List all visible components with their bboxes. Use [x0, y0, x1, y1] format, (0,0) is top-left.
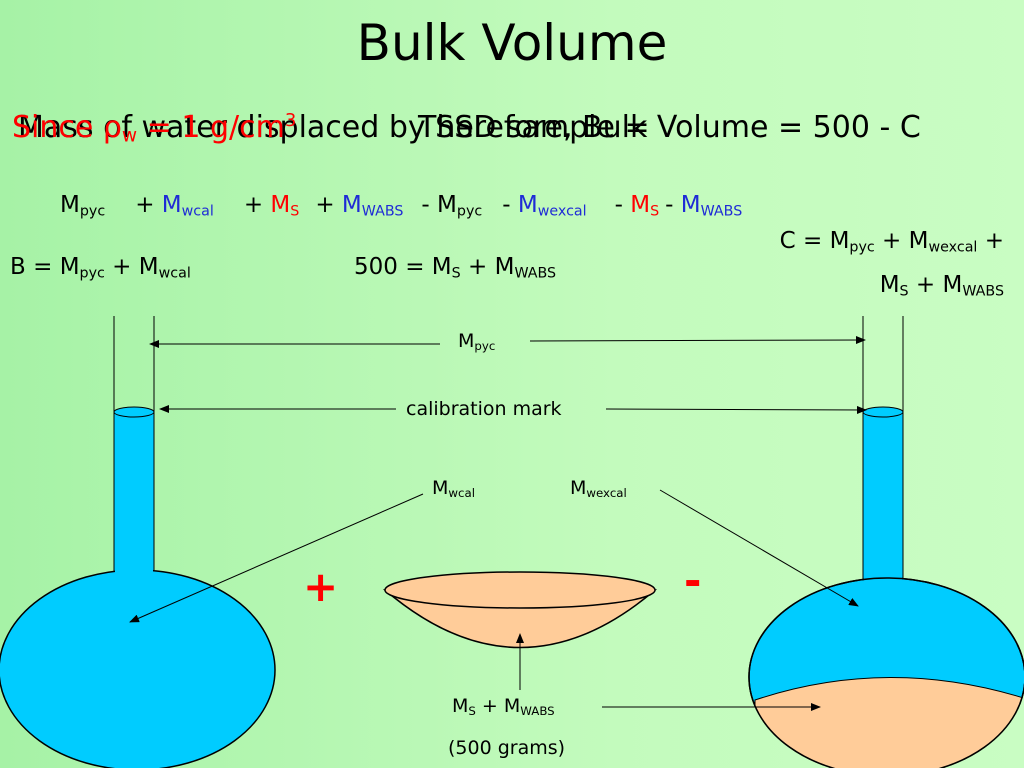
- equation-term: + Mwcal: [135, 192, 214, 220]
- definition-b: B = Mpyc + Mwcal: [10, 254, 191, 282]
- right-pycnometer: [748, 316, 1024, 768]
- density-text: Since ρw = 1 g/cm3: [12, 110, 297, 147]
- sample-mass-label: MS + MWABS: [452, 695, 555, 718]
- dimension-arrows: [129, 336, 867, 711]
- mass-equation: Mpyc + Mwcal + MS + MWABS - Mpyc - Mwexcal - M…: [48, 192, 743, 220]
- equation-term: + MS: [243, 192, 300, 220]
- plus-sign: +: [303, 562, 339, 611]
- calibration-mark-label: calibration mark: [406, 398, 562, 420]
- submerged-sample: [754, 677, 1024, 768]
- sample-dish: [382, 571, 658, 649]
- equation-term: - Mpyc: [421, 192, 483, 220]
- equation-term: + MWABS: [315, 192, 404, 220]
- equation-term: - MWABS: [665, 192, 743, 220]
- mwcal-label: Mwcal: [432, 477, 475, 500]
- definition-500: 500 = MS + MWABS: [354, 254, 557, 282]
- mpyc-label: Mpyc: [458, 330, 496, 353]
- equation-term: - Mwexcal: [502, 192, 587, 220]
- bulk-volume-result: Therefore, Bulk Volume = 500 - C: [418, 110, 921, 145]
- definition-c-line2: MS + MWABS: [879, 272, 1004, 300]
- equation-term: Mpyc: [60, 192, 106, 220]
- sample-grams-label: (500 grams): [448, 737, 566, 759]
- left-pycnometer: [0, 316, 276, 768]
- slide-title: Bulk Volume: [356, 14, 668, 72]
- definition-c-line1: C = Mpyc + Mwexcal +: [779, 228, 1004, 256]
- equation-term: - MS: [614, 192, 660, 220]
- minus-sign: -: [684, 556, 702, 605]
- mwexcal-label: Mwexcal: [570, 477, 627, 500]
- mass-displaced-text: Mass of water displaced by SSD sample =: [18, 110, 650, 145]
